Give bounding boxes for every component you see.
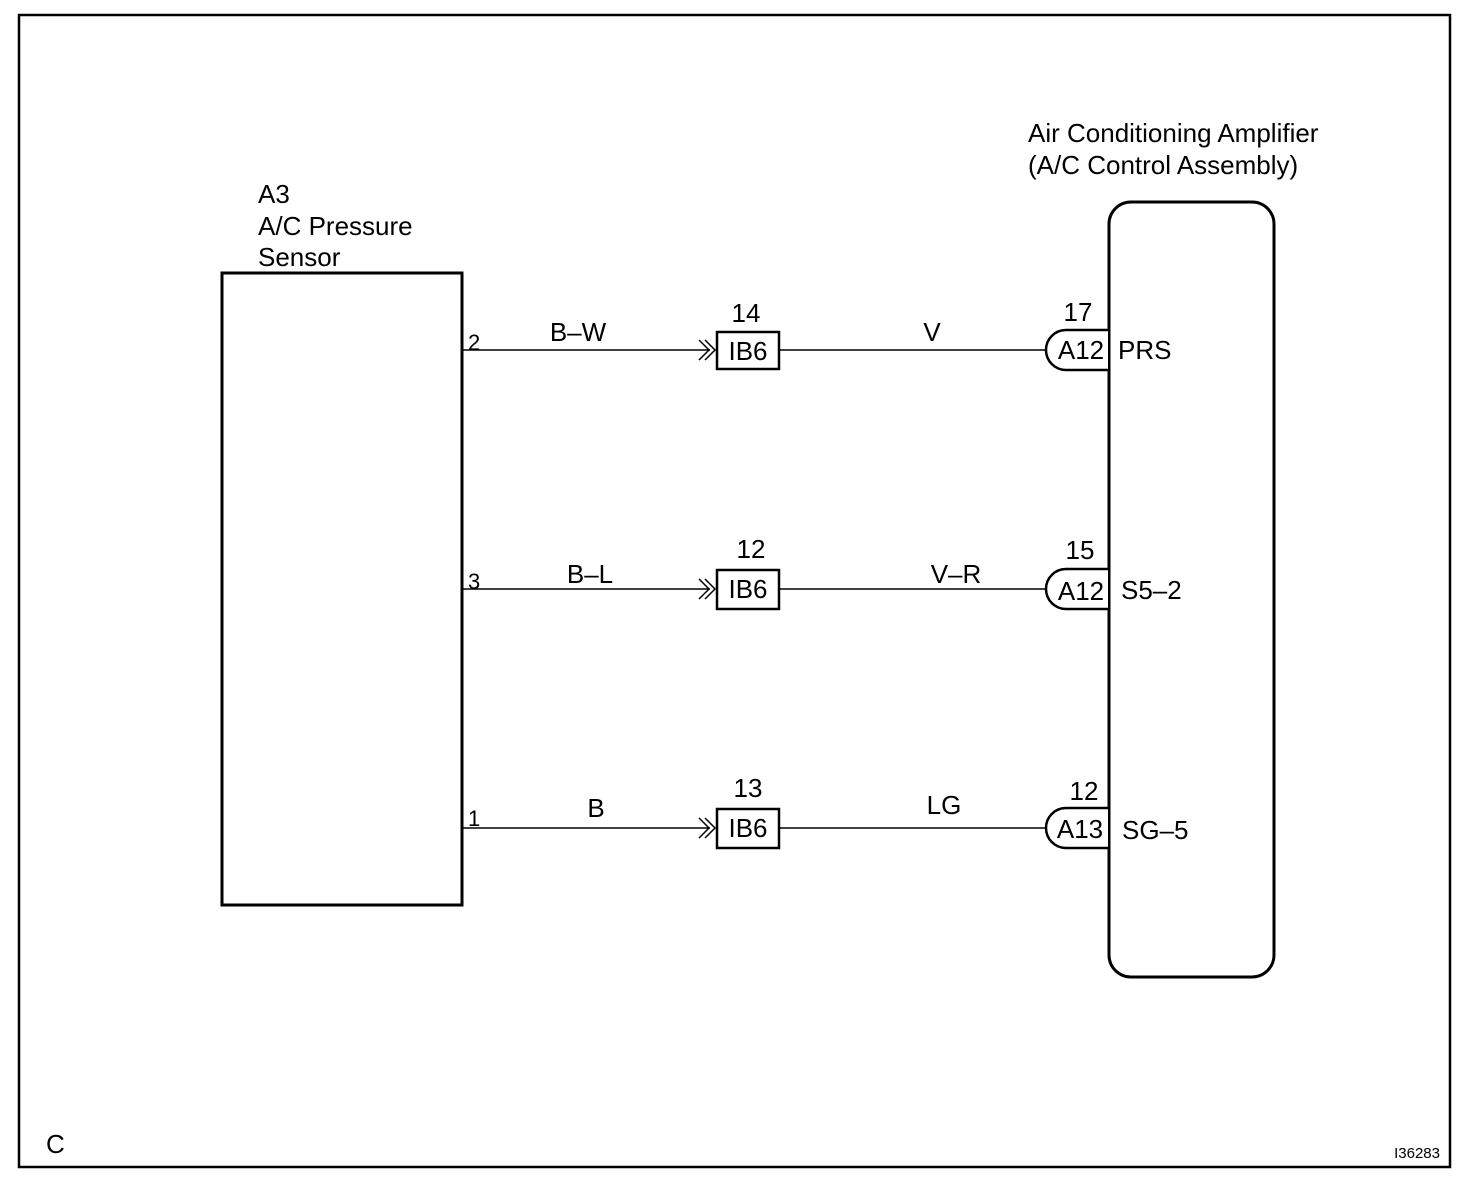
ecu-terminal: S5–2 bbox=[1121, 575, 1182, 605]
wire-right-color: V bbox=[923, 317, 941, 347]
junction-box bbox=[715, 330, 781, 371]
junction-pin: 12 bbox=[737, 534, 766, 564]
sensor-id: A3 bbox=[258, 179, 290, 209]
ecu-connector-shape bbox=[1044, 806, 1108, 850]
ecu-terminal: PRS bbox=[1118, 335, 1171, 365]
sensor-name-line2: Sensor bbox=[258, 242, 341, 272]
amplifier-name-line2: (A/C Control Assembly) bbox=[1028, 150, 1298, 180]
wire-left-color: B bbox=[587, 793, 604, 823]
sensor-pin: 2 bbox=[468, 330, 480, 355]
diagram-border bbox=[17, 13, 1452, 1169]
sensor-box bbox=[220, 271, 464, 907]
ecu-pin: 12 bbox=[1070, 776, 1099, 806]
junction-pin: 13 bbox=[734, 773, 763, 803]
junction-label: IB6 bbox=[728, 813, 767, 843]
ecu-connector: A13 bbox=[1057, 814, 1103, 844]
circuit-prs: IB6 14 2 B–W V A12 17 PRS bbox=[462, 297, 1171, 372]
figure-id: I36283 bbox=[1394, 1145, 1440, 1162]
ecu-connector: A12 bbox=[1058, 335, 1104, 365]
ecu-connector-shape bbox=[1044, 328, 1108, 372]
ecu-connector-shape bbox=[1044, 567, 1108, 611]
sensor-name-line1: A/C Pressure bbox=[258, 211, 413, 241]
ecu-pin: 15 bbox=[1066, 535, 1095, 565]
corner-letter: C bbox=[46, 1129, 65, 1159]
ecu-terminal: SG–5 bbox=[1122, 815, 1189, 845]
ecu-pin: 17 bbox=[1064, 297, 1093, 327]
amplifier-name-line1: Air Conditioning Amplifier bbox=[1028, 118, 1319, 148]
wire-right-color: V–R bbox=[931, 559, 982, 589]
wire-right-color: LG bbox=[927, 790, 962, 820]
circuit-s5-2: IB6 12 3 B–L V–R A12 15 S5–2 bbox=[462, 534, 1182, 611]
amplifier-box bbox=[1107, 200, 1276, 979]
ecu-connector: A12 bbox=[1058, 576, 1104, 606]
connector-arrow-icon bbox=[698, 578, 717, 600]
junction-label: IB6 bbox=[728, 574, 767, 604]
junction-label: IB6 bbox=[728, 336, 767, 366]
connector-arrow-icon bbox=[698, 817, 717, 839]
connector-arrow-icon bbox=[698, 339, 717, 361]
junction-box bbox=[715, 807, 781, 850]
wire-left-color: B–L bbox=[567, 559, 613, 589]
junction-pin: 14 bbox=[732, 298, 761, 328]
wire-left-color: B–W bbox=[550, 317, 607, 347]
sensor-pin: 1 bbox=[468, 806, 480, 831]
sensor-pin: 3 bbox=[468, 569, 480, 594]
circuit-sg-5: IB6 13 1 B LG A13 12 SG–5 bbox=[462, 773, 1189, 850]
